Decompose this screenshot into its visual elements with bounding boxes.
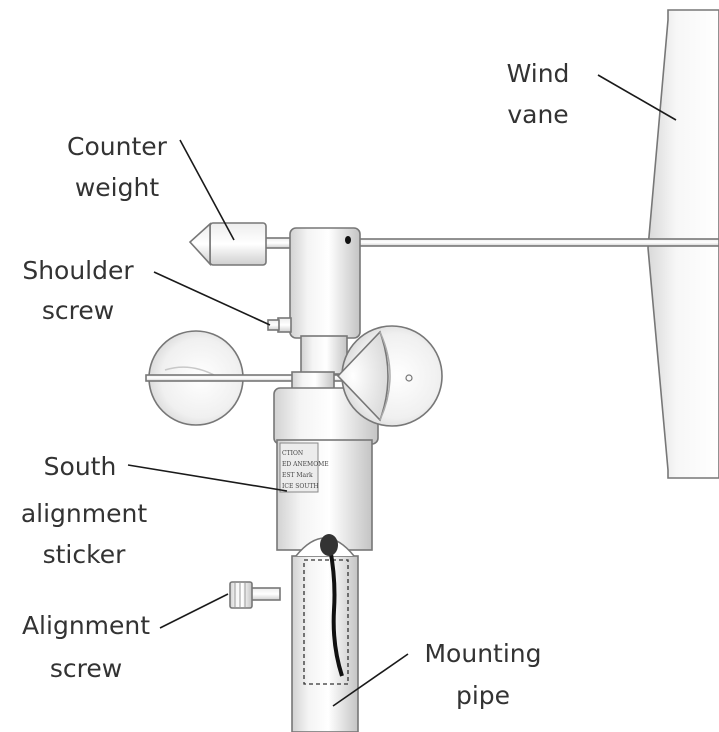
label-south-line-2: alignment [21,499,148,528]
wind-vane-leader [597,74,677,121]
label-shoulder-screw-line-2: screw [42,296,114,325]
shoulder-screw-leader [153,271,271,326]
vane-arm [357,238,719,247]
label-wind-vane-line-1: Wind [507,59,570,88]
alignment-screw-leader [159,593,229,629]
label-south-line-1: South [44,452,117,481]
counter-weight-leader [179,139,235,241]
label-south-line-3: sticker [43,540,126,569]
label-counter-weight-line-1: Counter [67,132,168,161]
upper-housing-hole [345,236,351,244]
sticker-line-4: ICE SOUTH [282,483,319,490]
label-wind-vane-line-2: vane [507,100,568,129]
shoulder-screw [267,317,292,333]
right-wind-cup [336,325,443,427]
counter-weight [188,222,295,267]
sticker-leader [127,464,288,492]
sticker-line-3: EST Mark [282,472,313,479]
sticker-line-1: CTION [282,450,303,457]
neck [300,335,348,375]
mounting-pipe-leader [332,653,409,707]
south-alignment-sticker: CTION ED ANEMOME EST Mark ICE SOUTH [279,442,329,493]
label-alignment-screw-line-2: screw [50,654,122,683]
alignment-screw [229,581,281,609]
mounting-pipe [291,534,359,732]
label-counter-weight-line-2: weight [75,173,159,202]
label-alignment-screw-line-1: Alignment [22,611,150,640]
label-mounting-pipe-line-1: Mounting [424,639,541,668]
upper-housing [289,227,361,339]
label-shoulder-screw-line-1: Shoulder [22,256,134,285]
sticker-line-2: ED ANEMOME [282,461,329,468]
label-mounting-pipe-line-2: pipe [456,681,510,710]
